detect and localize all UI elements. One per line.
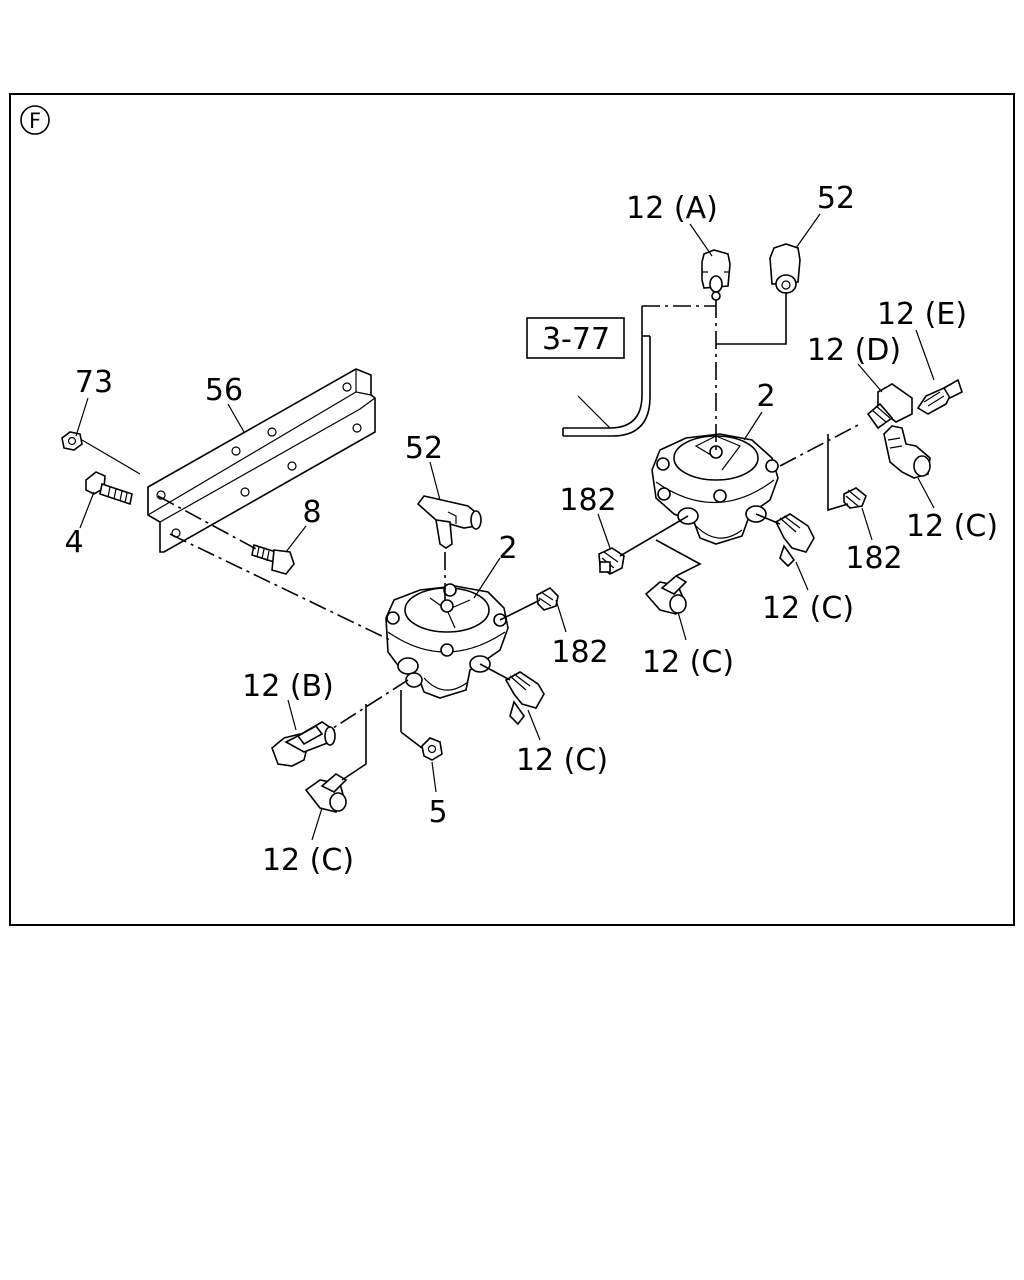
- elbow-fitting: [774, 513, 815, 568]
- connector-fitting: [271, 721, 336, 767]
- callout-73: 73: [75, 365, 113, 400]
- callout-12e: 12 (E): [877, 297, 967, 332]
- callout-12a: 12 (A): [626, 191, 718, 226]
- callout-182-mid: 182: [559, 483, 616, 518]
- callout-52-left: 52: [405, 431, 443, 466]
- elbow-fitting: [866, 383, 913, 430]
- connection-lines: [341, 292, 849, 781]
- callout-4: 4: [64, 525, 83, 560]
- callout-2-right: 2: [756, 379, 775, 414]
- straight-fitting: [916, 378, 963, 415]
- callout-52-right: 52: [817, 181, 855, 216]
- callout-182-right: 182: [845, 541, 902, 576]
- assembly-lines: [157, 300, 861, 731]
- callout-12c-far-right: 12 (C): [906, 509, 998, 544]
- bolt: [251, 543, 295, 575]
- plug: [598, 547, 625, 575]
- callout-12d: 12 (D): [807, 333, 901, 368]
- callout-182-left: 182: [551, 635, 608, 670]
- diagram-frame: [9, 93, 1015, 926]
- leader-lines: [75, 213, 935, 841]
- plug: [536, 587, 559, 611]
- callout-labels: 73 56 4 8 52 2 182 12 (B) 12 (C) 5 12 (C…: [64, 181, 998, 878]
- tee-fitting: [416, 495, 482, 549]
- callout-12c-bottom: 12 (C): [262, 843, 354, 878]
- mounting-bracket: [147, 368, 376, 553]
- callout-12b: 12 (B): [242, 669, 334, 704]
- callout-12c-mid: 12 (C): [642, 645, 734, 680]
- reference-box[interactable]: 3-77: [526, 317, 625, 359]
- view-marker: F: [20, 105, 50, 135]
- relay-valve: [385, 583, 509, 699]
- elbow-fitting: [304, 773, 348, 813]
- nut: [421, 737, 443, 761]
- elbow-fitting: [504, 671, 545, 726]
- callout-12c-left-valve: 12 (C): [516, 743, 608, 778]
- connector-fitting: [701, 249, 731, 301]
- callout-2-left: 2: [498, 531, 517, 566]
- callout-12c-right-valve: 12 (C): [762, 591, 854, 626]
- relay-valve: [651, 433, 779, 545]
- elbow-fitting: [883, 425, 931, 479]
- nut: [61, 431, 83, 451]
- air-hose: [562, 335, 651, 437]
- elbow-fitting: [644, 575, 688, 615]
- callout-8: 8: [302, 495, 321, 530]
- callout-56: 56: [205, 373, 243, 408]
- view-marker-letter: F: [29, 109, 41, 133]
- reference-box-label: 3-77: [542, 322, 610, 357]
- callout-5: 5: [428, 795, 447, 830]
- plug: [843, 487, 867, 509]
- cap-fitting: [769, 243, 801, 294]
- bolt: [85, 471, 133, 506]
